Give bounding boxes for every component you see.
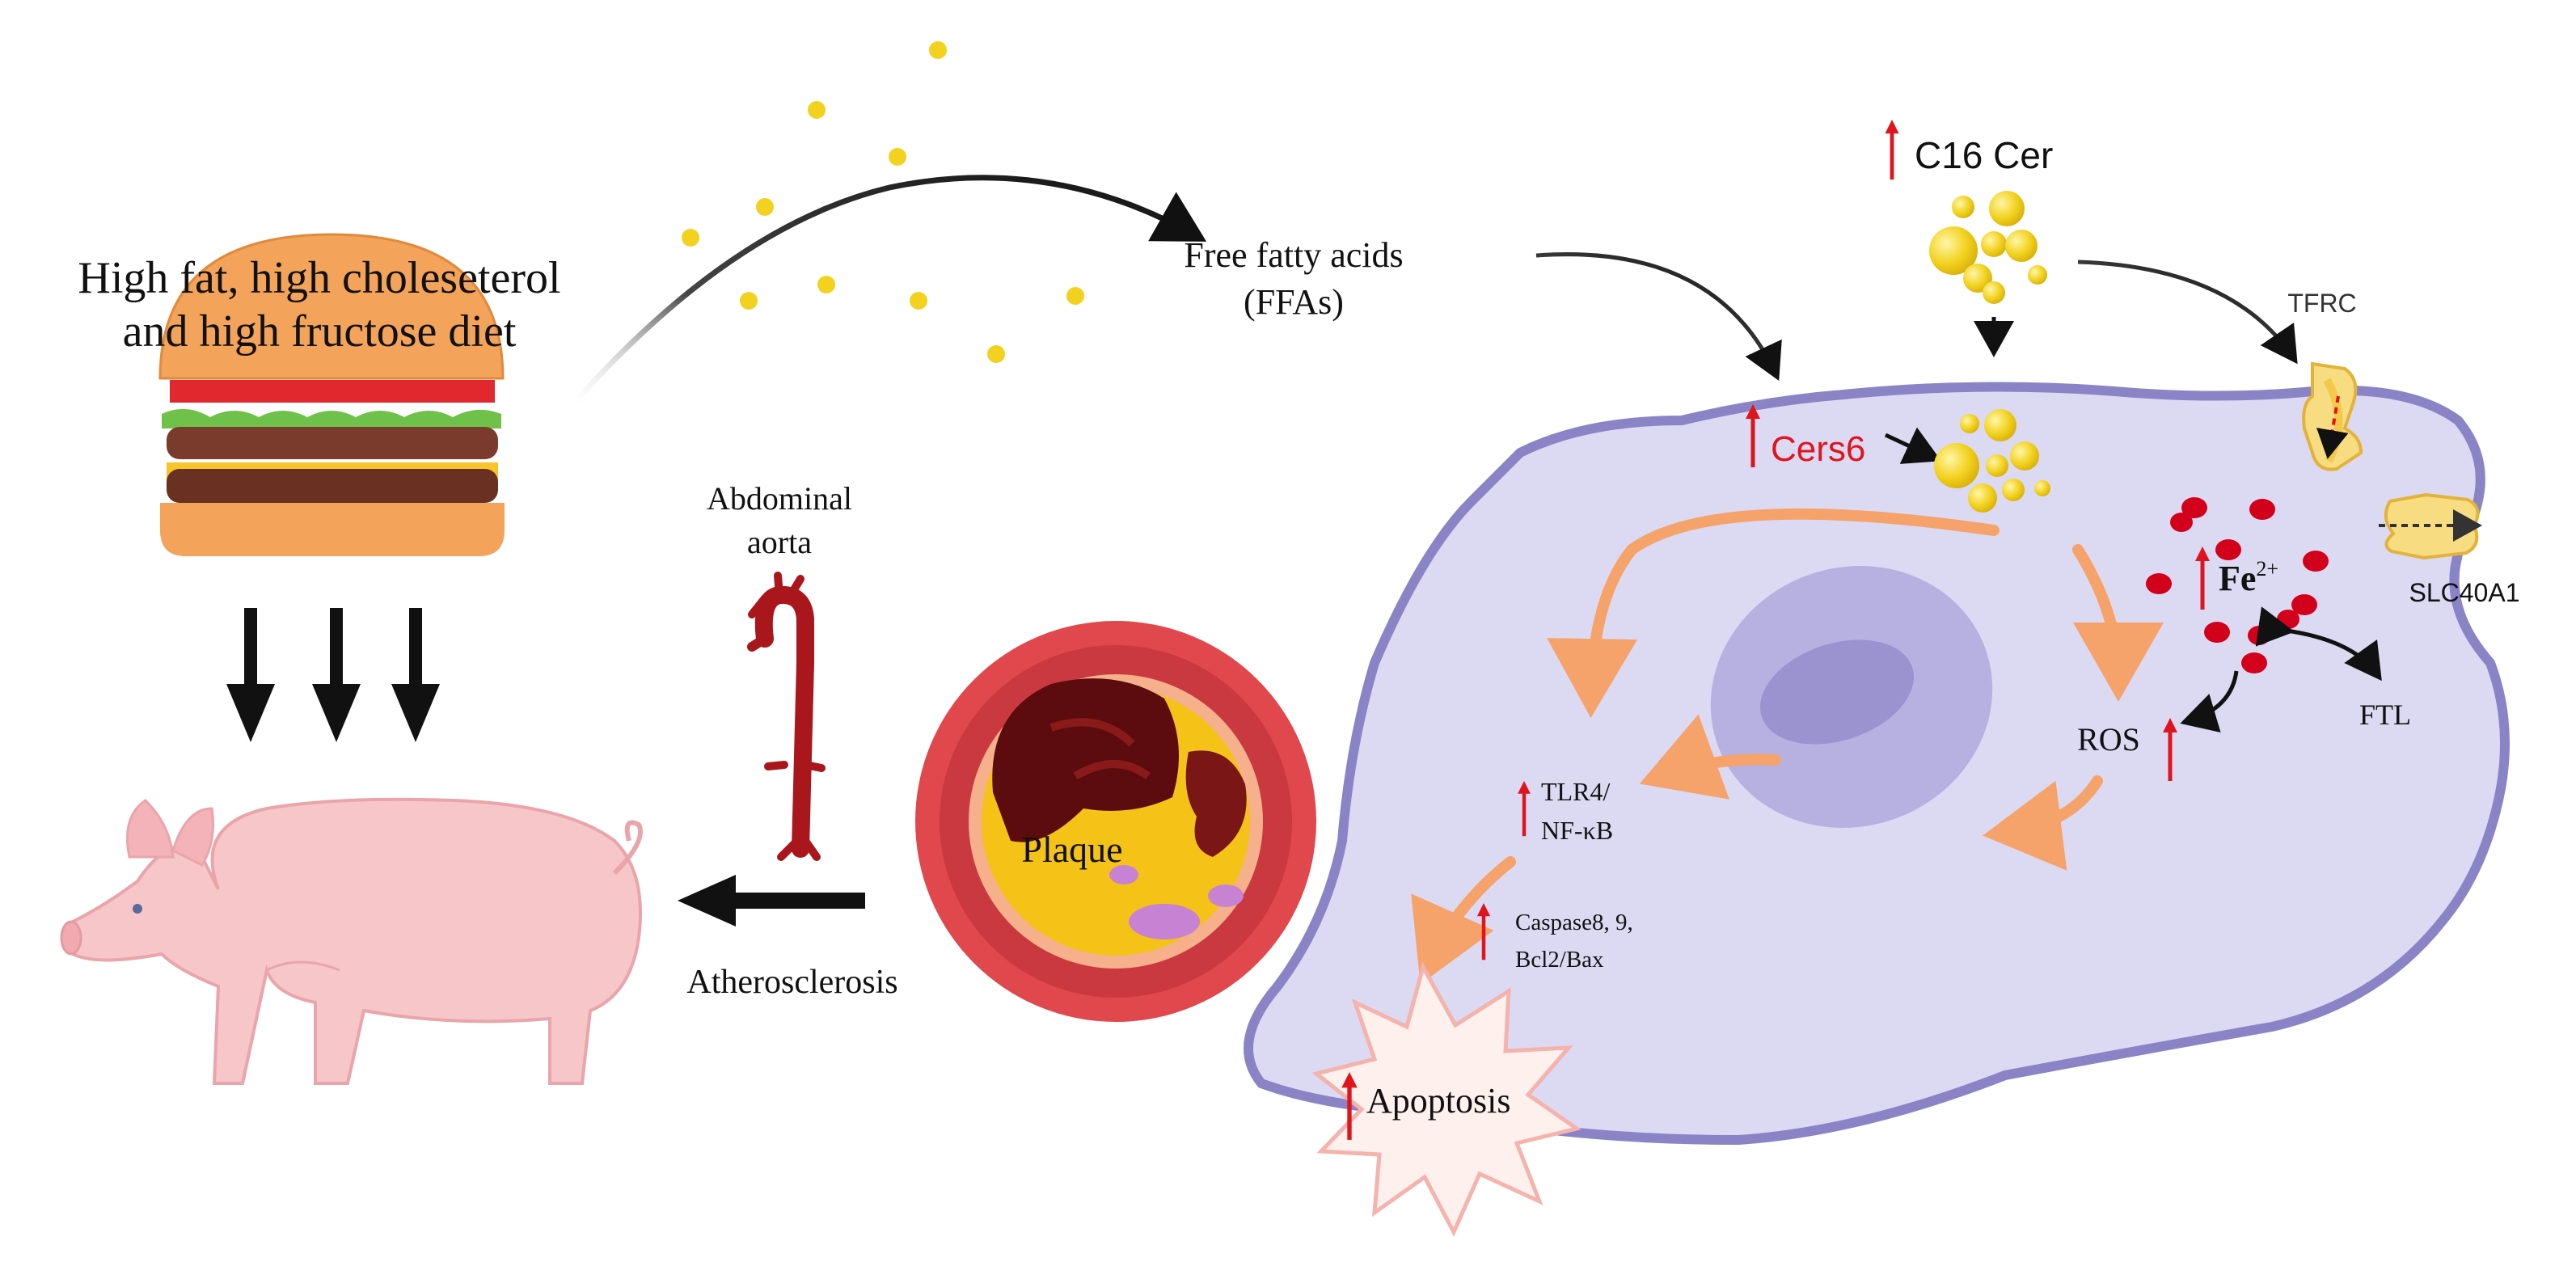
diet-label-line1: High fat, high choleseterol	[78, 253, 560, 303]
pig-icon	[60, 797, 643, 1085]
down-arrow-icon	[391, 608, 440, 742]
ceramide-droplets-inside	[1934, 409, 2050, 513]
plaque-vessel-icon	[915, 621, 1316, 1022]
diet-label-line2: and high fructose diet	[123, 306, 517, 357]
orange-pathway-arrows	[1411, 508, 2164, 985]
aorta-label-line1: Abdominal	[707, 480, 852, 517]
down-arrow-icon	[226, 608, 275, 742]
fe-to-ros-arrow	[2180, 670, 2239, 733]
down-arrow-icon	[312, 608, 361, 742]
ffa-to-cers6-arrow	[1535, 252, 1782, 382]
tlr4-label-line2: NF-κB	[1541, 816, 1613, 845]
ceramide-droplets-outside	[1929, 191, 2047, 304]
nucleus	[1710, 566, 1993, 828]
slc40a1-label: SLC40A1	[2409, 578, 2520, 607]
tfrc-transporter-icon	[2302, 361, 2363, 471]
c16-cer-label: C16 Cer	[1915, 134, 2053, 176]
burger-icon	[158, 233, 505, 556]
ffa-label-line2: (FFAs)	[1244, 282, 1344, 322]
fe-ftl-double-arrow	[2255, 606, 2382, 682]
down-arrows	[226, 608, 440, 742]
tlr4-label-line1: TLR4/	[1541, 777, 1610, 806]
caspase-label-line1: Caspase8, 9,	[1515, 910, 1633, 935]
cers6-to-ceramide-arrow	[1884, 427, 1942, 464]
ceramide-to-tfrc-arrow	[2077, 260, 2298, 365]
apoptosis-label: Apoptosis	[1366, 1081, 1510, 1121]
fe-base: Fe	[2219, 559, 2256, 598]
apoptosis-burst-icon	[1311, 961, 1581, 1237]
ftl-label: FTL	[2359, 699, 2411, 731]
diet-to-ffa-arrow	[564, 175, 1207, 415]
atherosclerosis-arrow	[678, 875, 865, 927]
aorta-icon	[747, 572, 826, 861]
caspase-label-line2: Bcl2/Bax	[1515, 947, 1604, 973]
fe-label: Fe2+	[2219, 557, 2278, 598]
ffa-label-line1: Free fatty acids	[1184, 235, 1403, 275]
ros-label: ROS	[2077, 721, 2140, 758]
plaque-label: Plaque	[1021, 829, 1122, 870]
fatty-acid-dots	[682, 41, 1084, 363]
up-arrow-icon	[1885, 120, 1898, 179]
fe-superscript: 2+	[2256, 557, 2278, 580]
tfrc-label: TFRC	[2287, 289, 2356, 318]
slc40a1-transporter-icon	[2379, 492, 2482, 560]
cers6-label: Cers6	[1771, 429, 1865, 469]
aorta-label-line2: aorta	[747, 524, 812, 560]
atherosclerosis-label: Atherosclerosis	[686, 964, 897, 1001]
